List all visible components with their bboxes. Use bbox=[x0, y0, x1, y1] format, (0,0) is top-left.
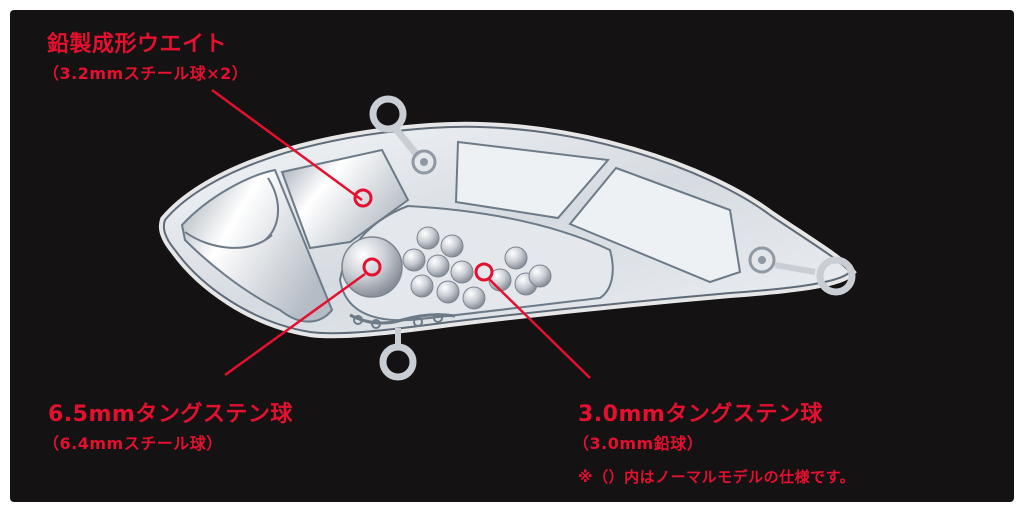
leader-line-small-ball bbox=[487, 277, 591, 379]
callout-subtitle-large-ball: （6.4mmスチール球） bbox=[43, 434, 223, 453]
belly-hook-eye bbox=[349, 313, 456, 381]
line-tie-eye bbox=[369, 95, 437, 175]
marker-small-ball bbox=[474, 262, 494, 282]
ball-chamber bbox=[338, 204, 614, 322]
leader-line-lead-weight bbox=[211, 88, 363, 202]
lure-cutaway-diagram bbox=[158, 88, 857, 381]
leader-lines bbox=[211, 88, 591, 379]
gill-line-2 bbox=[264, 177, 280, 241]
small-ball bbox=[440, 234, 464, 258]
large-tungsten-ball bbox=[341, 236, 403, 298]
small-ball bbox=[410, 274, 434, 298]
small-ball bbox=[416, 226, 440, 250]
small-ball-cluster bbox=[402, 226, 552, 310]
callout-title-small-ball: 3.0mmタングステン球 bbox=[578, 402, 823, 427]
small-ball bbox=[450, 260, 474, 284]
callout-subtitle-lead-weight: （3.2mmスチール球×2） bbox=[43, 64, 249, 83]
upper-panel-2 bbox=[568, 166, 742, 284]
callout-subtitle-small-ball: （3.0mm鉛球） bbox=[573, 434, 704, 453]
diagram-panel: 鉛製成形ウエイト （3.2mmスチール球×2） 6.5mmタングステン球 （6.… bbox=[10, 10, 1014, 502]
upper-panel-1 bbox=[454, 140, 610, 220]
spec-note: ※（）内はノーマルモデルの仕様です。 bbox=[578, 468, 856, 486]
gill-line bbox=[184, 231, 273, 249]
small-ball bbox=[402, 248, 426, 272]
marker-lead-weight bbox=[353, 188, 373, 208]
callout-title-large-ball: 6.5mmタングステン球 bbox=[48, 402, 293, 427]
small-ball bbox=[528, 264, 552, 288]
small-ball bbox=[436, 280, 460, 304]
marker-large-ball bbox=[362, 257, 382, 277]
head-section bbox=[180, 168, 334, 323]
callout-title-lead-weight: 鉛製成形ウエイト bbox=[47, 32, 228, 57]
small-ball bbox=[426, 254, 450, 278]
tail-hook-eye bbox=[748, 246, 856, 296]
leader-line-large-ball bbox=[224, 272, 366, 377]
small-ball bbox=[504, 246, 528, 270]
small-ball bbox=[462, 286, 486, 310]
